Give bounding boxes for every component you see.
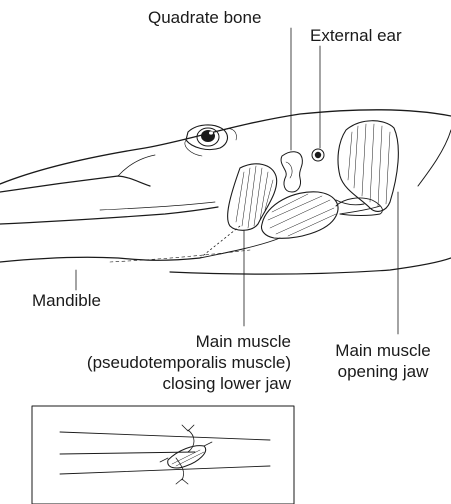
jaw-inset-diagram [32,406,294,504]
pseudotemporalis-muscle [228,164,277,230]
label-external-ear: External ear [310,25,402,46]
jaw-ramus [200,238,280,258]
label-quadrate-bone: Quadrate bone [148,7,261,28]
upper-bill [0,176,150,192]
label-pseudotemporalis-line-2: (pseudotemporalis muscle) [87,352,291,373]
culmen-line [118,155,155,176]
upper-jaw-lower-edge [100,202,215,210]
jaw-muscle-belly [262,192,338,238]
throat-outline [170,258,451,274]
label-opening-muscle: Main muscle opening jaw [318,340,448,382]
label-mandible: Mandible [32,290,101,311]
label-pseudotemporalis: Main muscle (pseudotemporalis muscle) cl… [87,331,291,394]
label-opening-muscle-line-1: Main muscle [318,340,448,361]
external-ear [312,149,324,161]
head-outline [0,110,451,184]
label-pseudotemporalis-line-3: closing lower jaw [87,373,291,394]
label-pseudotemporalis-line-1: Main muscle [87,331,291,352]
neck-back-outline [418,130,451,186]
quadrate-bone [281,152,302,192]
eye [185,125,236,156]
label-opening-muscle-line-2: opening jaw [318,361,448,382]
jaw-hinge [336,198,382,216]
